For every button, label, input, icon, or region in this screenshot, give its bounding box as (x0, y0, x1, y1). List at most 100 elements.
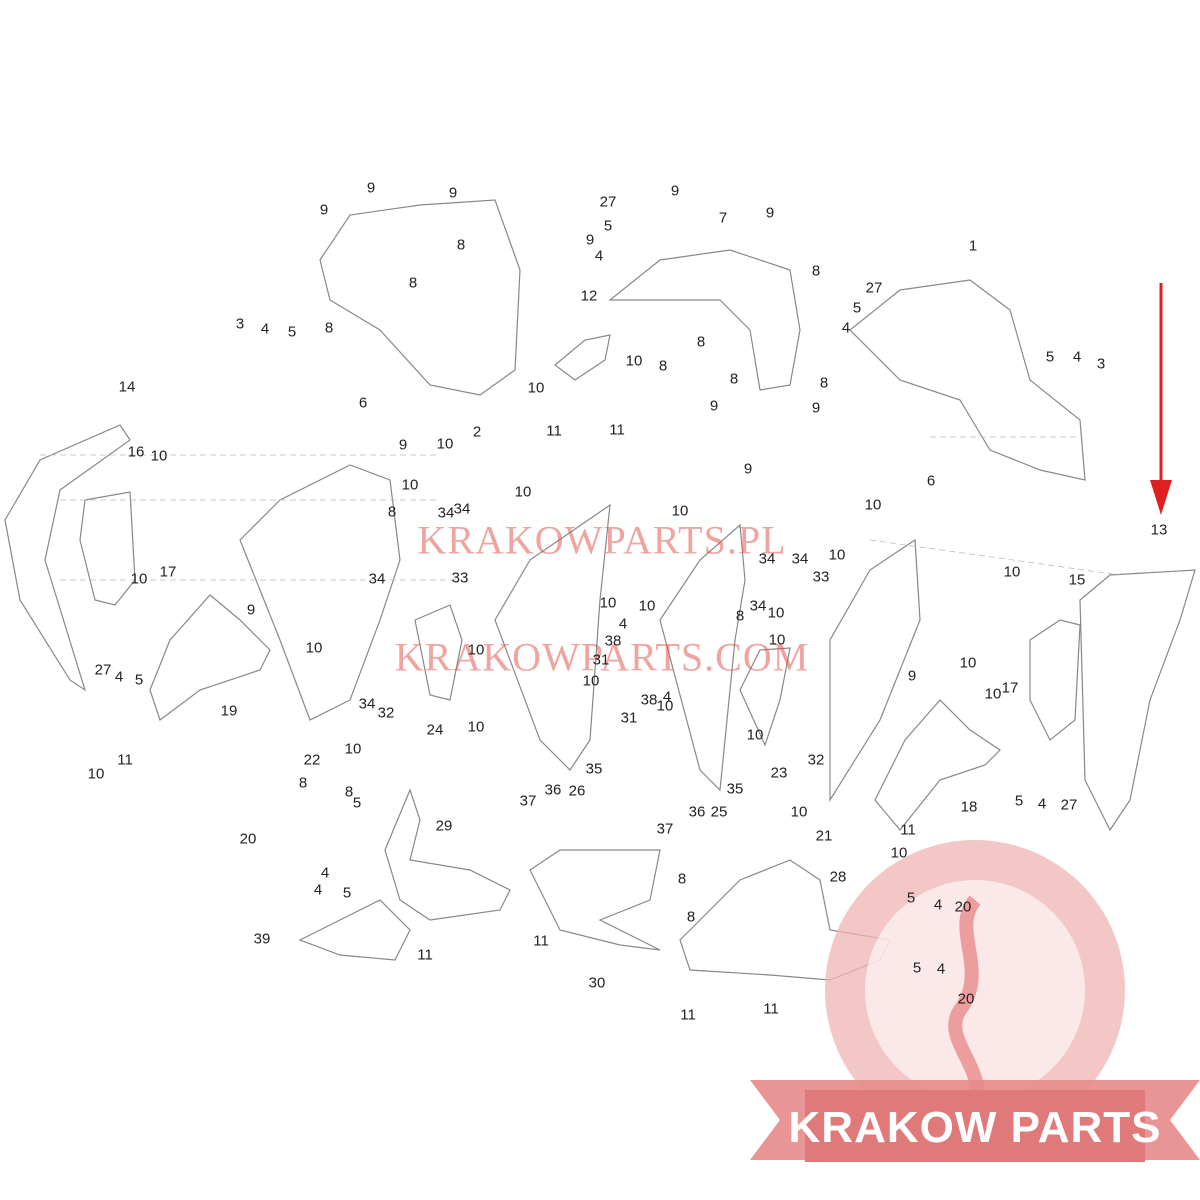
callout-part-6: 6 (358, 394, 368, 412)
callout-part-10: 10 (890, 844, 908, 862)
callout-part-20: 20 (239, 830, 257, 848)
callout-part-10: 10 (864, 496, 882, 514)
callout-part-10: 10 (305, 639, 323, 657)
callout-part-16: 16 (127, 443, 145, 461)
callout-part-9: 9 (246, 601, 256, 619)
watermark-top: KRAKOWPARTS.PL (417, 517, 787, 563)
callout-part-21: 21 (815, 827, 833, 845)
callout-part-17: 17 (1001, 679, 1019, 697)
callout-part-10: 10 (1003, 563, 1021, 581)
callout-part-10: 10 (656, 697, 674, 715)
part-21-outline (829, 538, 921, 803)
callout-part-11: 11 (533, 932, 549, 950)
callout-part-31: 31 (620, 709, 638, 727)
callout-part-36: 36 (544, 781, 562, 799)
callout-part-9: 9 (448, 184, 458, 202)
callout-part-4: 4 (594, 247, 604, 265)
callout-part-8: 8 (686, 908, 696, 926)
callout-part-5: 5 (1045, 348, 1055, 366)
part-24-outline (414, 604, 463, 701)
callout-part-23: 23 (770, 764, 788, 782)
callout-part-10: 10 (790, 803, 808, 821)
callout-part-11: 11 (546, 422, 562, 440)
callout-part-10: 10 (746, 726, 764, 744)
callout-part-14: 14 (118, 378, 136, 396)
callout-part-34: 34 (437, 504, 455, 522)
callout-part-9: 9 (319, 201, 329, 219)
callout-part-36: 36 (688, 803, 706, 821)
callout-part-32: 32 (807, 751, 825, 769)
callout-part-27: 27 (865, 279, 883, 297)
callout-part-24: 24 (426, 721, 444, 739)
callout-part-4: 4 (618, 615, 628, 633)
callout-part-10: 10 (150, 447, 168, 465)
callout-part-38: 38 (604, 632, 622, 650)
callout-part-8: 8 (456, 236, 466, 254)
callout-part-5: 5 (342, 884, 352, 902)
callout-part-12: 12 (580, 287, 598, 305)
callout-part-11: 11 (417, 946, 433, 964)
callout-part-4: 4 (114, 668, 124, 686)
callout-part-9: 9 (398, 436, 408, 454)
callout-part-5: 5 (603, 217, 613, 235)
callout-part-4: 4 (1072, 348, 1082, 366)
part-7-outline (608, 249, 801, 391)
part-29-outline (384, 788, 511, 921)
part-13-outline (1079, 569, 1196, 832)
callout-part-10: 10 (671, 502, 689, 520)
part-16-outline (79, 491, 136, 606)
callout-part-18: 18 (960, 798, 978, 816)
indicator-arrow-head (1150, 480, 1172, 515)
callout-part-10: 10 (599, 594, 617, 612)
callout-part-31: 31 (592, 651, 610, 669)
callout-part-34: 34 (758, 550, 776, 568)
callout-part-34: 34 (358, 695, 376, 713)
callout-part-4: 4 (260, 320, 270, 338)
callout-part-26: 26 (568, 782, 586, 800)
callout-part-10: 10 (467, 641, 485, 659)
callout-part-11: 11 (117, 751, 133, 769)
callout-part-8: 8 (819, 374, 829, 392)
callout-part-8: 8 (344, 783, 354, 801)
callout-part-8: 8 (658, 357, 668, 375)
callout-part-10: 10 (638, 597, 656, 615)
part-1-outline (849, 279, 1086, 481)
callout-part-7: 7 (718, 209, 728, 227)
part-26-outline (494, 503, 611, 771)
callout-part-8: 8 (811, 262, 821, 280)
part-22-outline (239, 464, 401, 721)
callout-part-11: 11 (900, 821, 916, 839)
callout-part-33: 33 (812, 568, 830, 586)
callout-part-10: 10 (625, 352, 643, 370)
callout-part-25: 25 (710, 803, 728, 821)
callout-part-39: 39 (253, 930, 271, 948)
callout-part-9: 9 (743, 460, 753, 478)
callout-part-33: 33 (451, 569, 469, 587)
callout-part-3: 3 (1096, 355, 1106, 373)
krakow-parts-logo (750, 840, 1200, 1162)
callout-part-10: 10 (527, 379, 545, 397)
callout-part-4: 4 (841, 319, 851, 337)
part-30-outline (529, 849, 661, 951)
callout-part-8: 8 (677, 870, 687, 888)
callout-part-5: 5 (134, 671, 144, 689)
callout-part-15: 15 (1068, 571, 1086, 589)
callout-part-20: 20 (957, 990, 975, 1008)
callout-part-10: 10 (436, 435, 454, 453)
callout-part-9: 9 (907, 667, 917, 685)
callout-part-9: 9 (366, 179, 376, 197)
callout-part-10: 10 (582, 672, 600, 690)
callout-part-19: 19 (220, 702, 238, 720)
callout-part-8: 8 (735, 607, 745, 625)
callout-part-9: 9 (670, 182, 680, 200)
callout-part-37: 37 (519, 792, 537, 810)
callout-part-5: 5 (912, 959, 922, 977)
callout-part-10: 10 (514, 483, 532, 501)
callout-part-34: 34 (791, 550, 809, 568)
callout-part-9: 9 (765, 204, 775, 222)
callout-part-10: 10 (828, 546, 846, 564)
callout-part-10: 10 (768, 631, 786, 649)
callout-part-13: 13 (1150, 521, 1168, 539)
callout-part-11: 11 (763, 1000, 779, 1018)
